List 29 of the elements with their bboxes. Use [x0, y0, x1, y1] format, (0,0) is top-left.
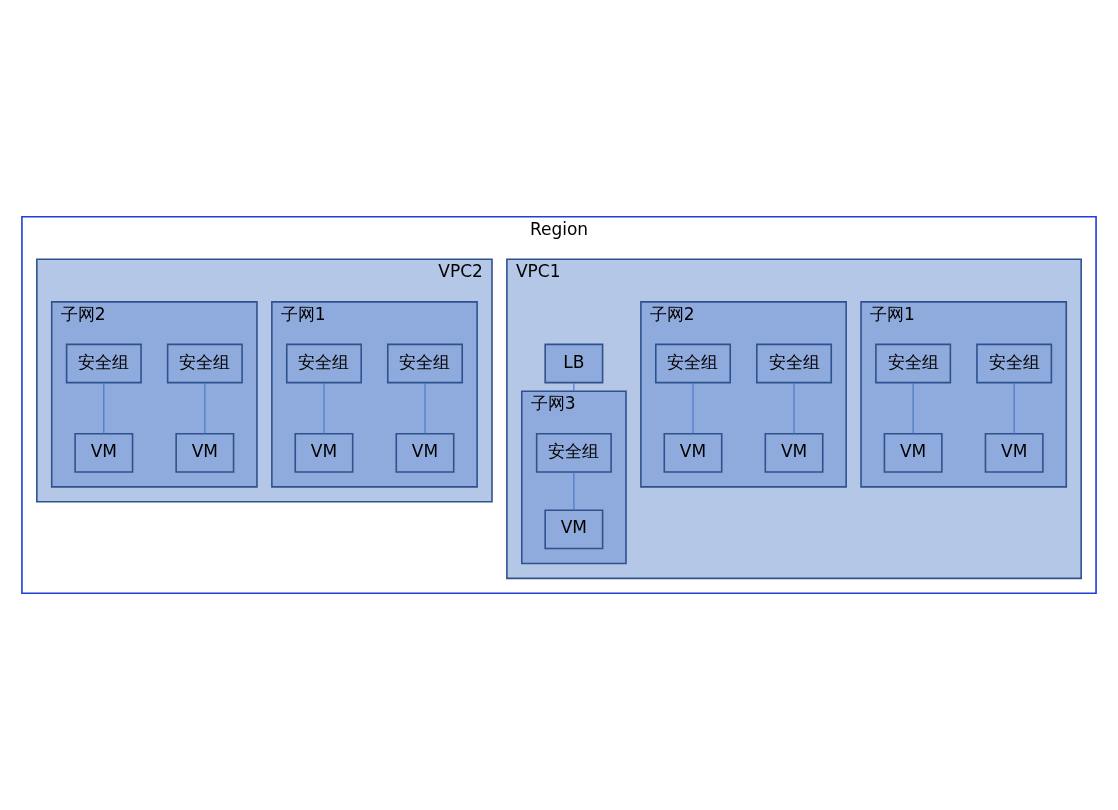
connector	[424, 382, 426, 435]
node-box: 安全组	[166, 343, 243, 384]
connector	[204, 382, 206, 435]
connector	[1013, 382, 1015, 435]
connector	[793, 382, 795, 435]
node-box: VM	[544, 509, 604, 550]
node-box: 安全组	[535, 432, 612, 473]
node-box: VM	[74, 432, 134, 473]
node-box: 安全组	[65, 343, 142, 384]
connector	[692, 382, 694, 435]
node-box: 安全组	[756, 343, 833, 384]
connector	[103, 382, 105, 435]
node-box: VM	[883, 432, 943, 473]
connector	[323, 382, 325, 435]
node-box: VM	[395, 432, 455, 473]
node-box: 安全组	[655, 343, 731, 384]
connector	[573, 382, 575, 392]
node-box: VM	[764, 432, 824, 473]
connector	[573, 471, 575, 511]
node-box: 安全组	[875, 343, 952, 384]
node-box: VM	[294, 432, 354, 473]
node-box: LB	[544, 343, 604, 384]
node-box: 安全组	[285, 343, 362, 384]
connector	[912, 382, 914, 435]
node-box: VM	[175, 432, 235, 473]
node-box: 安全组	[976, 343, 1053, 384]
node-box: VM	[663, 432, 723, 473]
node-box: 安全组	[386, 343, 464, 384]
node-box: VM	[984, 432, 1044, 473]
